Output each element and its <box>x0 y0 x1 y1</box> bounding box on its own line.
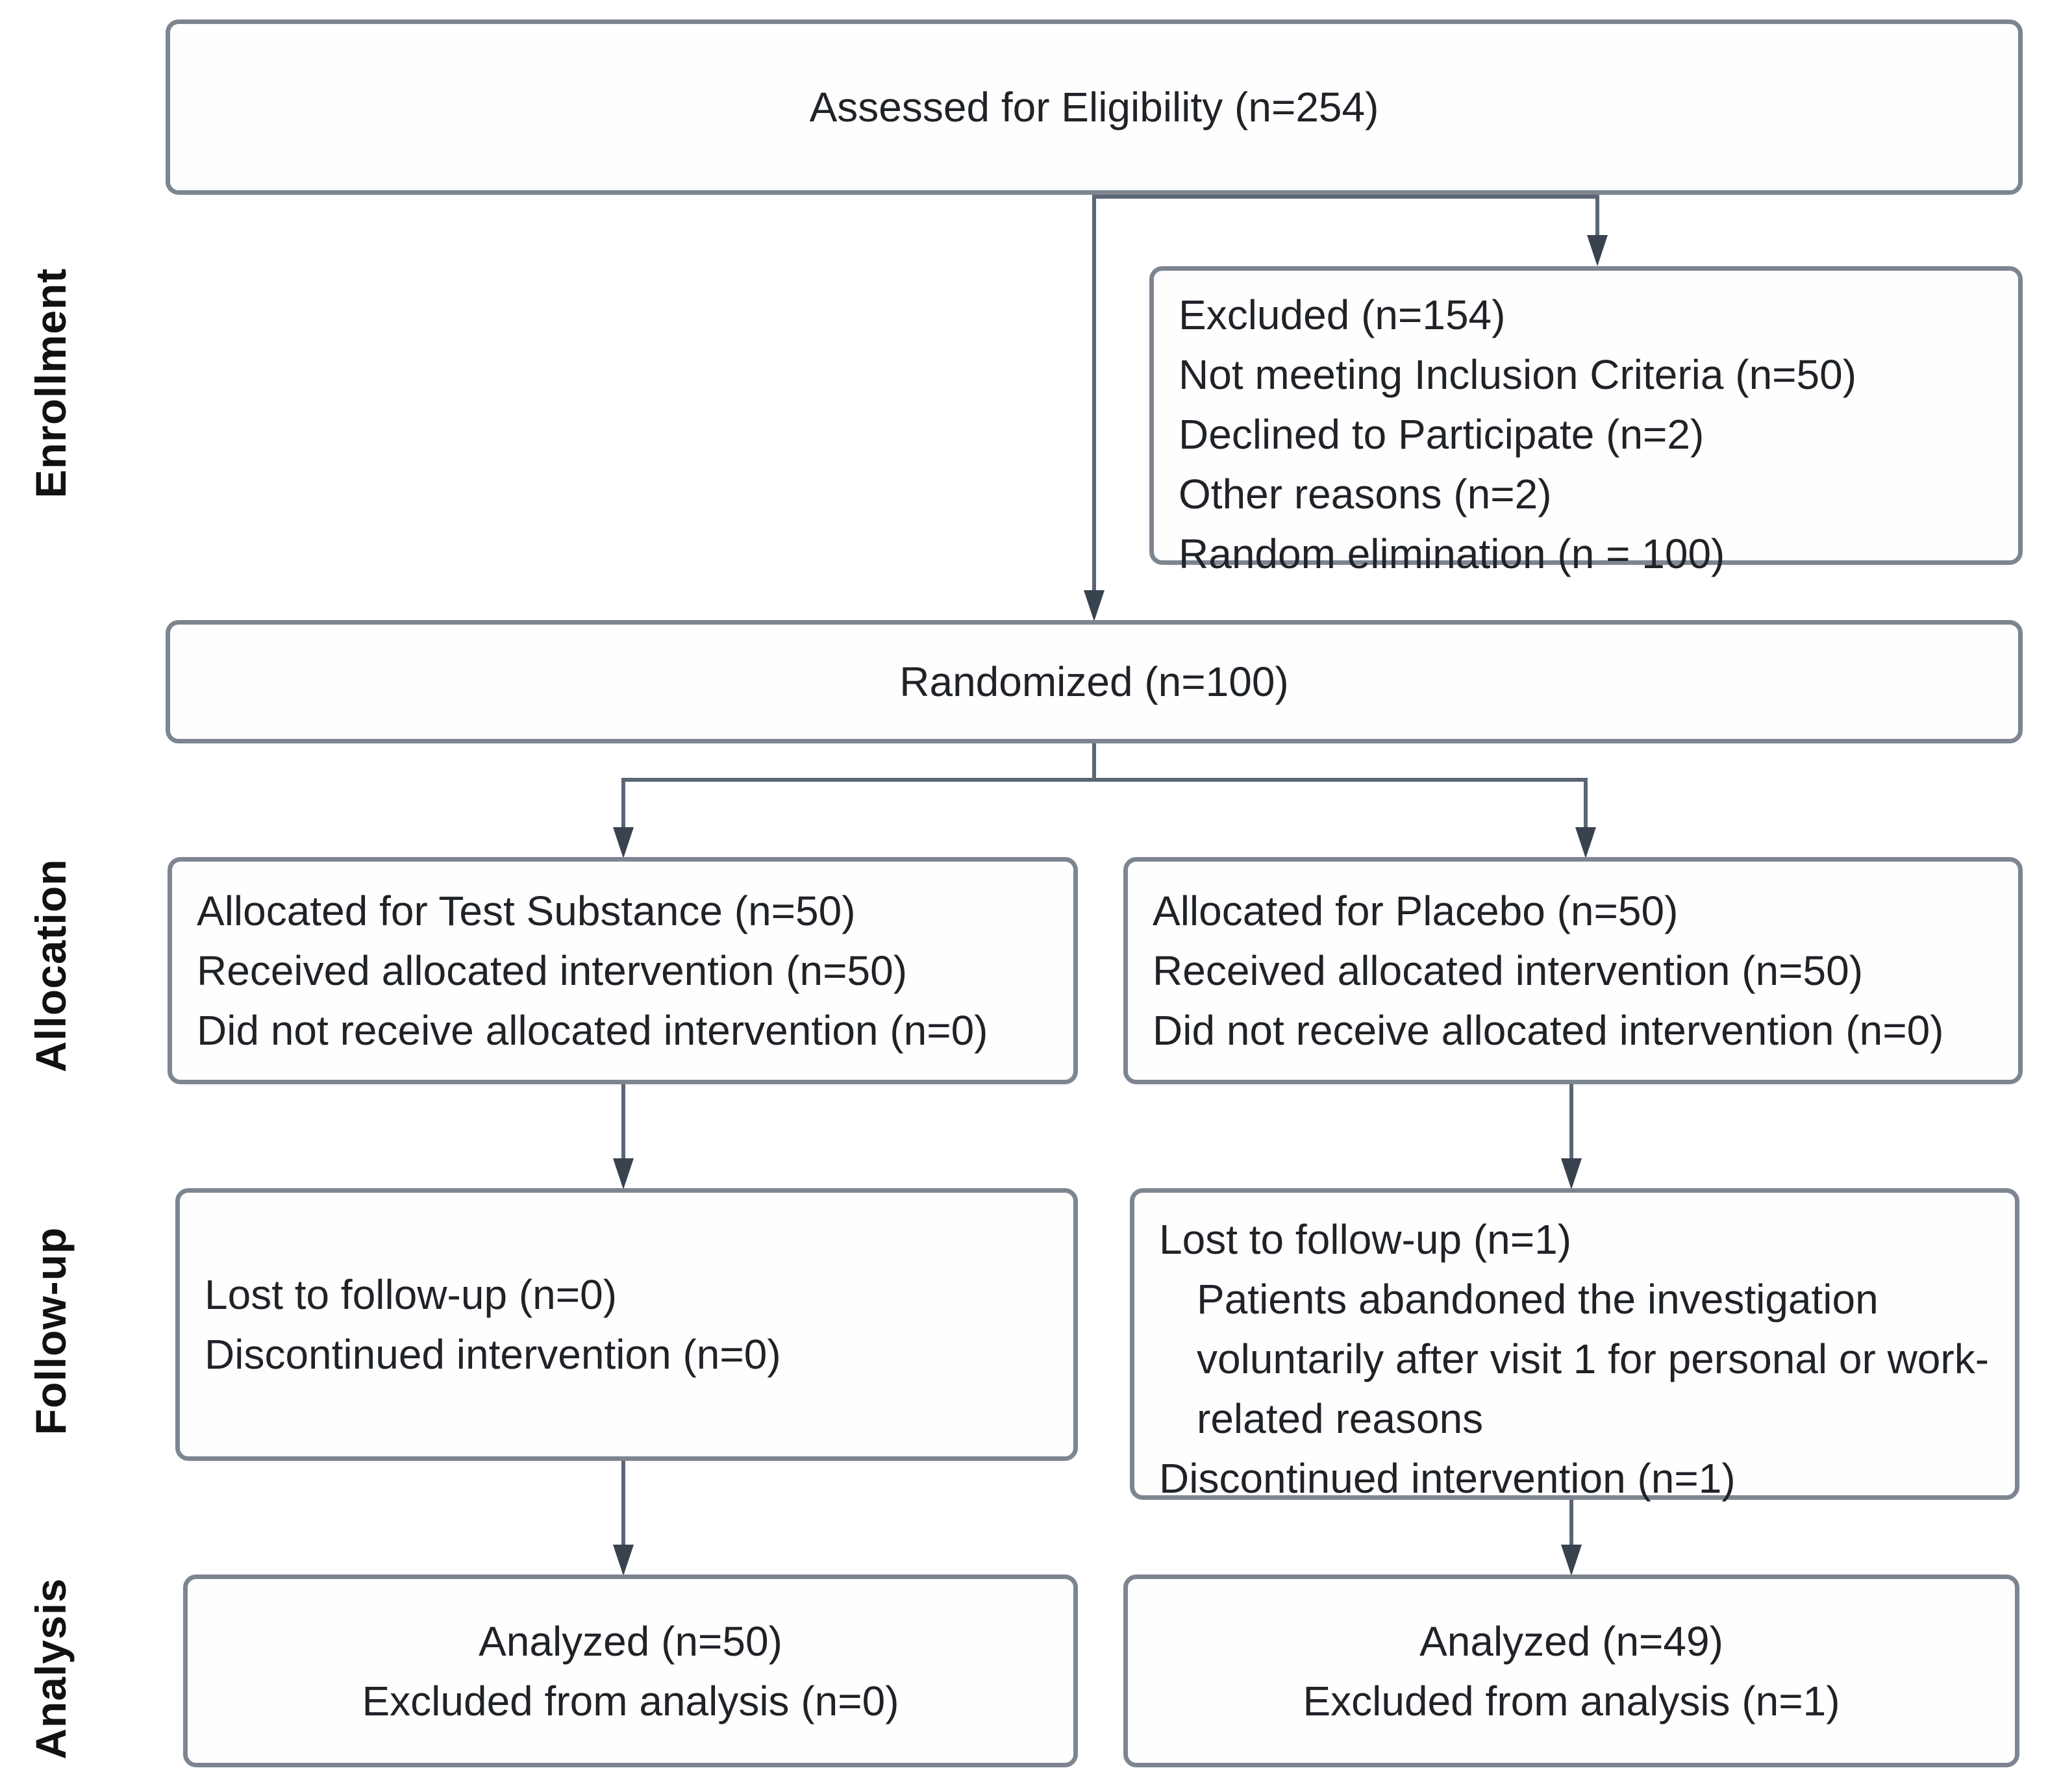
connector-alloc-followup-left <box>621 1084 625 1161</box>
connector-randomized-stem <box>1092 743 1096 780</box>
analysis-test-line: Excluded from analysis (n=0) <box>362 1677 899 1724</box>
allocation-test-line: Received allocated intervention (n=50) <box>197 947 907 994</box>
analysis-placebo-line: Analyzed (n=49) <box>1419 1617 1723 1665</box>
stage-label-followup: Follow-up <box>27 1226 75 1436</box>
analysis-placebo-line: Excluded from analysis (n=1) <box>1303 1677 1840 1724</box>
followup-placebo-detail: Patients abandoned the investigation vol… <box>1197 1276 1989 1442</box>
arrowhead-randomized <box>1084 590 1105 621</box>
excluded-line: Excluded (n=154) <box>1179 292 1506 338</box>
followup-placebo-line: Lost to follow-up (n=1) <box>1159 1216 1571 1263</box>
allocation-test-line: Allocated for Test Substance (n=50) <box>197 888 856 934</box>
assessed-eligibility-text: Assessed for Eligibility (n=254) <box>809 84 1379 131</box>
arrowhead-followup-placebo <box>1561 1158 1582 1189</box>
arrowhead-allocation-placebo <box>1575 827 1596 858</box>
analysis-test-line: Analyzed (n=50) <box>479 1617 782 1665</box>
arrowhead-analysis-test <box>613 1545 634 1576</box>
followup-test-line: Discontinued intervention (n=0) <box>205 1331 781 1378</box>
assessed-eligibility-box: Assessed for Eligibility (n=254) <box>166 19 2023 195</box>
excluded-line: Not meeting Inclusion Criteria (n=50) <box>1179 351 1857 398</box>
connector-split-right <box>1584 778 1588 830</box>
connector-alloc-followup-right <box>1569 1084 1573 1161</box>
stage-label-allocation: Allocation <box>27 858 75 1073</box>
connector-assessed-randomized <box>1092 195 1096 591</box>
followup-test-line: Lost to follow-up (n=0) <box>205 1271 617 1318</box>
arrowhead-allocation-test <box>613 827 634 858</box>
allocation-placebo-line: Received allocated intervention (n=50) <box>1153 947 1863 994</box>
arrowhead-excluded <box>1587 235 1608 266</box>
stage-label-enrollment: Enrollment <box>27 268 75 499</box>
allocation-placebo-line: Did not receive allocated intervention (… <box>1153 1007 1944 1054</box>
connector-branch-excluded-h <box>1094 195 1597 199</box>
followup-test-box: Lost to follow-up (n=0) Discontinued int… <box>175 1188 1078 1461</box>
arrowhead-analysis-placebo <box>1561 1545 1582 1576</box>
allocation-test-line: Did not receive allocated intervention (… <box>197 1007 988 1054</box>
connector-branch-excluded-v <box>1595 195 1599 236</box>
analysis-test-box: Analyzed (n=50) Excluded from analysis (… <box>183 1574 1078 1767</box>
followup-placebo-box: Lost to follow-up (n=1) Patients abandon… <box>1130 1188 2019 1502</box>
excluded-line: Other reasons (n=2) <box>1179 471 1552 517</box>
excluded-line: Random elimination (n = 100) <box>1179 530 1725 577</box>
allocation-placebo-box: Allocated for Placebo (n=50) Received al… <box>1123 857 2023 1084</box>
connector-followup-analysis-left <box>621 1461 625 1547</box>
allocation-placebo-line: Allocated for Placebo (n=50) <box>1153 888 1679 934</box>
stage-label-analysis: Analysis <box>27 1578 75 1760</box>
allocation-test-box: Allocated for Test Substance (n=50) Rece… <box>168 857 1078 1084</box>
connector-followup-analysis-right <box>1569 1500 1573 1547</box>
connector-split-horizontal <box>623 778 1586 782</box>
arrowhead-followup-test <box>613 1158 634 1189</box>
excluded-line: Declined to Participate (n=2) <box>1179 411 1705 458</box>
excluded-box: Excluded (n=154) Not meeting Inclusion C… <box>1149 266 2023 577</box>
followup-placebo-line: Discontinued intervention (n=1) <box>1159 1455 1736 1502</box>
analysis-placebo-box: Analyzed (n=49) Excluded from analysis (… <box>1123 1574 2019 1767</box>
connector-split-left <box>621 778 625 830</box>
randomized-text: Randomized (n=100) <box>899 658 1289 705</box>
randomized-box: Randomized (n=100) <box>166 620 2023 743</box>
